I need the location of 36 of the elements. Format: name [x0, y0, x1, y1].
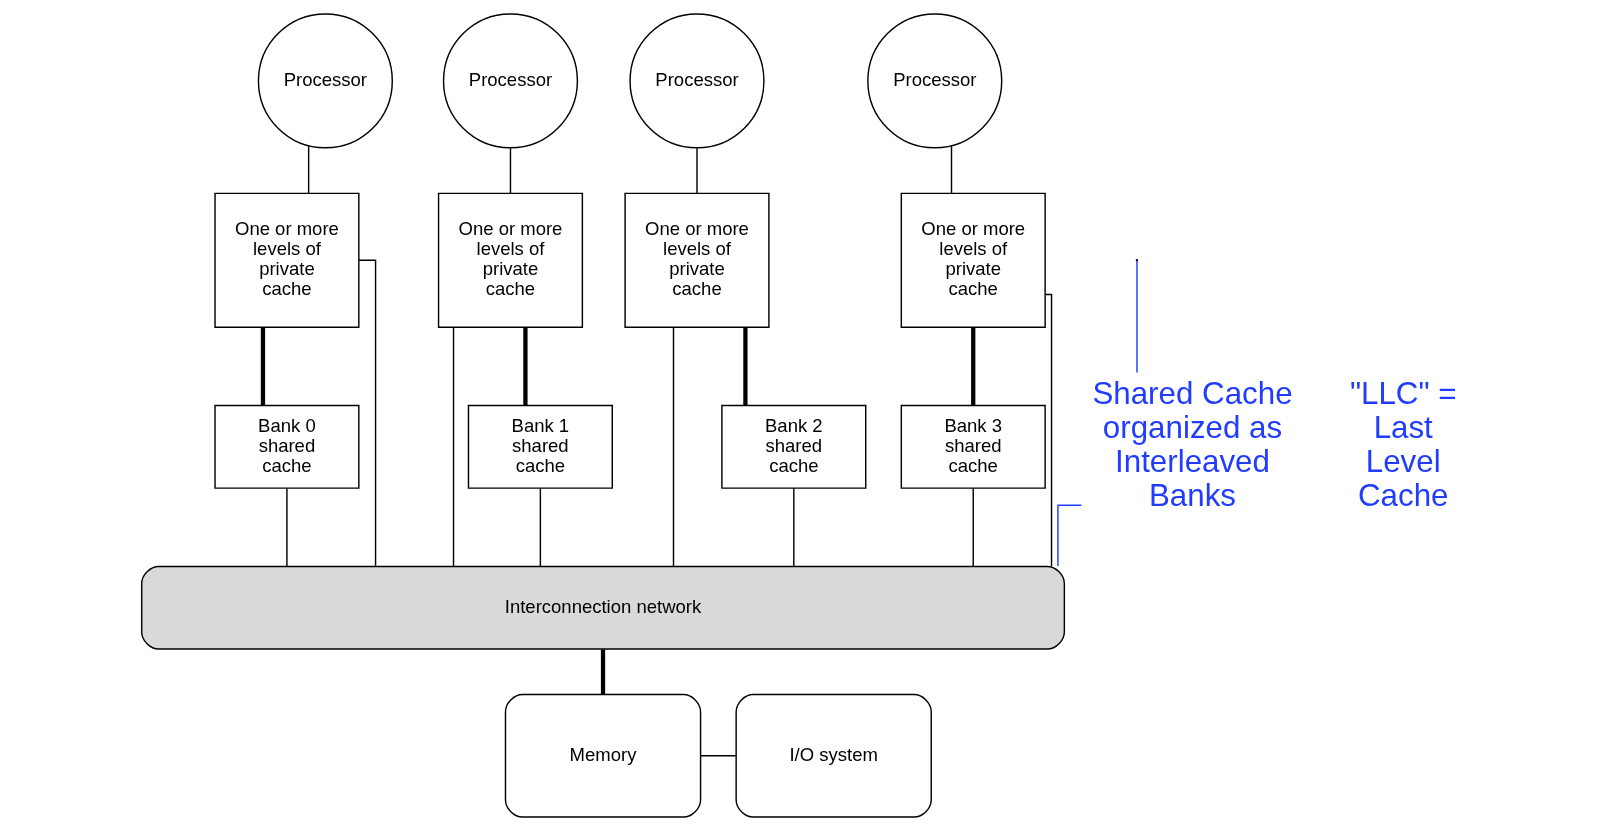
node-box: Bank 3 shared cache	[900, 404, 1046, 489]
node-circle: Processor	[866, 13, 1002, 149]
node-box: One or more levels of private cache	[437, 192, 583, 328]
connector	[600, 649, 605, 695]
connector	[672, 326, 674, 567]
node-box: One or more levels of private cache	[623, 192, 770, 328]
connector	[970, 327, 975, 406]
connector	[285, 487, 288, 568]
node-text: Shared Cache organized as Interleaved Banks	[1091, 375, 1293, 514]
connector	[1044, 293, 1052, 567]
node-box: Bank 0 shared cache	[213, 404, 360, 489]
connector	[1056, 504, 1082, 567]
connector	[260, 327, 265, 406]
connector	[539, 487, 541, 568]
node-box: Bank 2 shared cache	[720, 404, 866, 489]
connector	[792, 487, 795, 568]
connector	[307, 145, 309, 194]
connector	[742, 327, 748, 406]
node-circle: Processor	[628, 13, 765, 149]
node-box: Interconnection network	[140, 565, 1065, 650]
node-box: Memory	[504, 693, 701, 818]
label: "LLC" = Last Level Cache	[1349, 375, 1457, 514]
connector	[695, 147, 698, 194]
node-circle: Processor	[257, 13, 393, 149]
node-box: Bank 1 shared cache	[467, 404, 613, 489]
connector	[972, 487, 974, 568]
node-circle: Processor	[442, 13, 578, 149]
connector	[522, 327, 528, 406]
connector	[699, 755, 737, 757]
node-box: One or more levels of private cache	[213, 192, 360, 328]
connector	[950, 145, 952, 194]
connector	[452, 326, 454, 567]
connector	[509, 147, 511, 194]
node-box: One or more levels of private cache	[900, 192, 1046, 328]
connector	[1135, 260, 1138, 374]
node-box: I/O system	[734, 693, 932, 818]
